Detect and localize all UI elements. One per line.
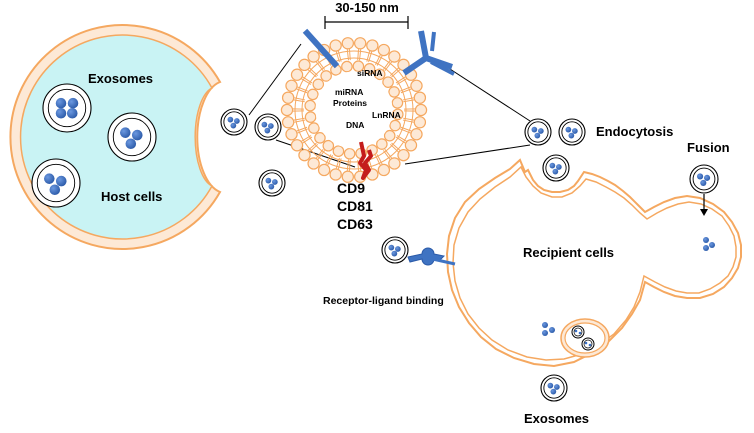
zoom-line-lower-right [405, 145, 530, 164]
lipid-head [390, 120, 400, 130]
exosome-bilayer [281, 38, 426, 183]
bottom-exosomes-label: Exosomes [524, 411, 589, 426]
released-exosome [259, 170, 285, 196]
lipid-head [411, 129, 422, 140]
size-bracket [325, 16, 408, 29]
lipid-head [389, 51, 400, 62]
lipid-head [389, 158, 400, 169]
lipid-head [308, 51, 319, 62]
cargo-dna: DNA [346, 120, 364, 130]
lipid-head [308, 89, 318, 99]
endocytosis-exosome [559, 119, 585, 145]
lipid-head [405, 140, 416, 151]
lipid-head [342, 38, 353, 49]
lipid-head [415, 104, 426, 115]
lipid-head [385, 130, 395, 140]
lipid-head [283, 117, 294, 128]
host-exosome [32, 159, 80, 207]
lipid-head [313, 79, 323, 89]
marker-cd63: CD63 [337, 216, 373, 232]
host-cells-label: Host cells [101, 189, 162, 204]
size-label: 30-150 nm [335, 0, 399, 15]
lipid-head [344, 149, 354, 159]
lipid-head [286, 129, 297, 140]
antibody-icon [404, 31, 454, 74]
lipid-head [323, 141, 333, 151]
lipid-head [291, 69, 302, 80]
host-exosome [43, 84, 91, 132]
fusion-exosome [690, 165, 718, 193]
endosome [561, 319, 609, 357]
lipid-head [283, 92, 294, 103]
lipid-head [281, 104, 292, 115]
cargo-sirna: siRNA [357, 68, 383, 78]
lipid-head [291, 140, 302, 151]
lipid-head [305, 112, 315, 122]
cargo-proteins: Proteins [333, 98, 367, 108]
endocytosis-exosome [525, 119, 551, 145]
host-exosomes-label: Exosomes [88, 71, 153, 86]
cargo-lnrna: LnRNA [372, 110, 401, 120]
receptor-bound-exosome [382, 237, 408, 263]
lipid-head [378, 164, 389, 175]
lipid-head [367, 40, 378, 51]
fusion-label: Fusion [687, 140, 730, 155]
lipid-head [309, 123, 319, 133]
lipid-head [299, 150, 310, 161]
lipid-head [342, 61, 352, 71]
receptor-ligand-label: Receptor-ligand binding [323, 295, 444, 307]
host-exosome [108, 113, 156, 161]
lipid-head [355, 38, 366, 49]
lipid-head [330, 40, 341, 51]
released-exosome [255, 114, 281, 140]
lipid-head [305, 100, 315, 110]
lipid-head [411, 80, 422, 91]
cargo-mirna: miRNA [335, 87, 363, 97]
lipid-head [330, 169, 341, 180]
lipid-head [315, 133, 325, 143]
lipid-head [398, 150, 409, 161]
lipid-head [308, 158, 319, 169]
lipid-head [299, 59, 310, 70]
marker-cd9: CD9 [337, 180, 365, 196]
lipid-head [392, 98, 402, 108]
lipid-head [383, 77, 393, 87]
lipid-head [378, 44, 389, 55]
recipient-cells-label: Recipient cells [523, 245, 614, 260]
marker-cd81: CD81 [337, 198, 373, 214]
lipid-head [321, 71, 331, 81]
released-exosome [221, 109, 247, 135]
lipid-head [286, 80, 297, 91]
lipid-head [333, 146, 343, 156]
lipid-head [389, 87, 399, 97]
endocytosis-label: Endocytosis [596, 124, 673, 139]
lipid-head [414, 92, 425, 103]
lipid-head [377, 139, 387, 149]
lipid-head [414, 117, 425, 128]
lipid-head [319, 164, 330, 175]
secreted-exosome [541, 375, 567, 401]
endocytosed-exosome [543, 155, 569, 181]
